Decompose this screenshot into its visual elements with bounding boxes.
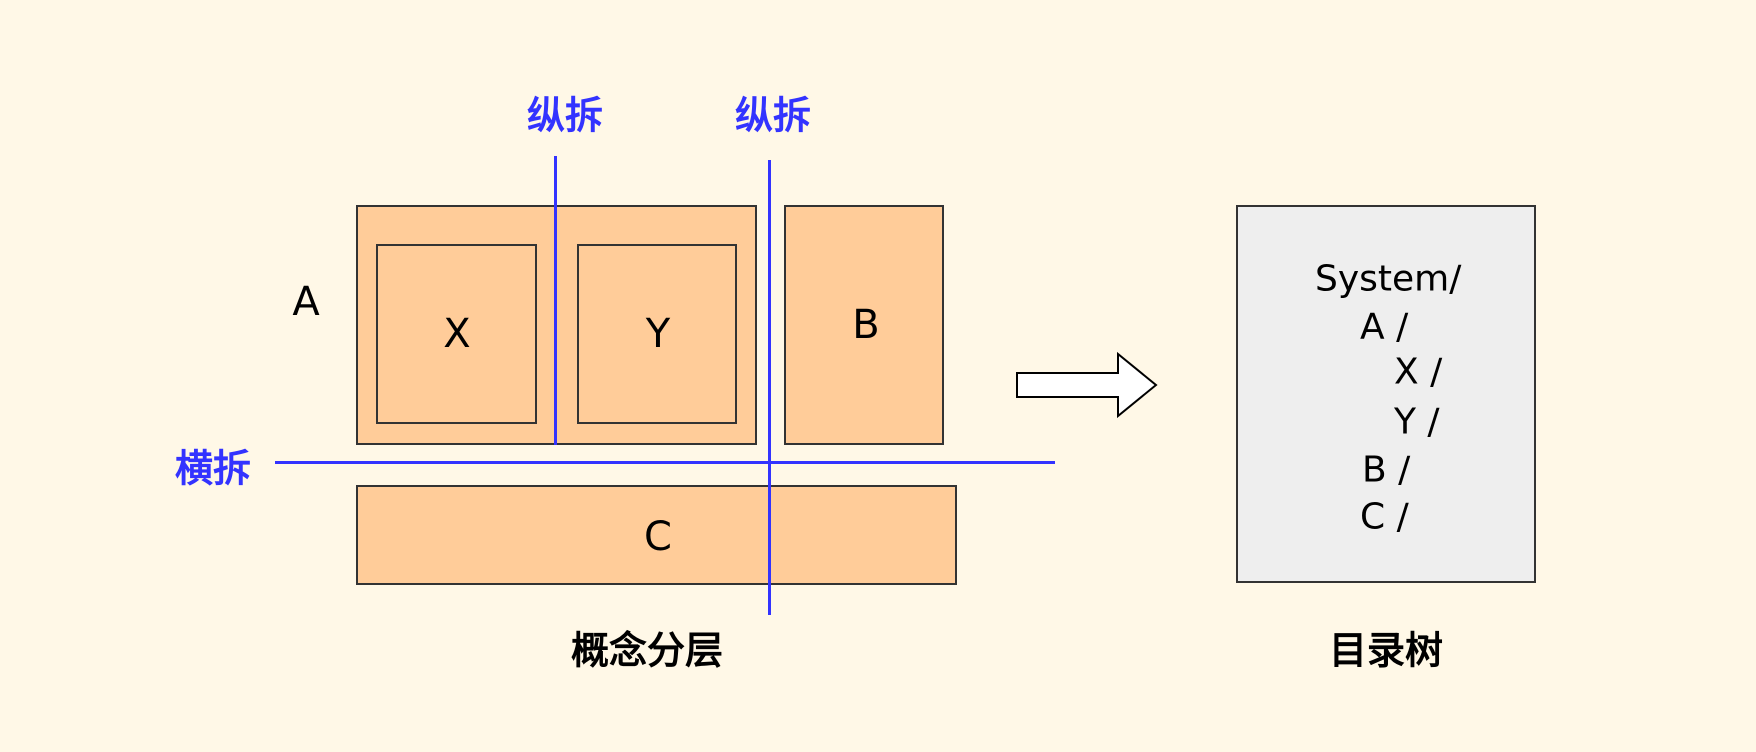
block-x-label: X	[443, 311, 471, 357]
horizontal-split-line	[275, 461, 1055, 464]
vertical-split-label-1: 纵拆	[526, 93, 604, 138]
block-b-label: B	[852, 302, 880, 348]
tree-line-system: System/	[1315, 258, 1462, 300]
block-c-label: C	[644, 514, 672, 560]
right-arrow-icon	[1016, 351, 1158, 419]
block-x	[376, 244, 537, 424]
tree-line-b: B /	[1362, 449, 1411, 491]
horizontal-split-label: 横拆	[174, 446, 252, 491]
tree-line-y: Y /	[1394, 401, 1440, 443]
block-b	[784, 205, 944, 445]
vertical-split-line-1	[554, 156, 557, 445]
directory-tree-panel: System/ A / X / Y / B / C /	[1236, 205, 1536, 583]
block-y	[577, 244, 737, 424]
tree-line-x: X /	[1394, 351, 1443, 393]
block-c	[356, 485, 957, 585]
block-a-label: A	[292, 279, 320, 325]
tree-line-c: C /	[1360, 496, 1409, 538]
directory-tree-caption: 目录树	[1328, 628, 1444, 673]
concept-layering-caption: 概念分层	[570, 628, 724, 673]
tree-line-a: A /	[1360, 306, 1409, 348]
block-y-label: Y	[645, 311, 671, 357]
vertical-split-line-2	[768, 160, 771, 615]
vertical-split-label-2: 纵拆	[734, 93, 812, 138]
